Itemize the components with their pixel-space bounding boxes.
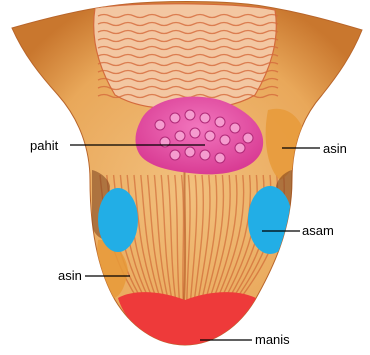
bitter-papilla	[170, 150, 180, 160]
bitter-papilla	[230, 123, 240, 133]
bitter-papilla	[185, 147, 195, 157]
label-asin-right: asin	[323, 141, 347, 156]
sour-zone-left	[98, 188, 138, 252]
bitter-papilla	[185, 110, 195, 120]
bitter-papilla	[175, 131, 185, 141]
tongue-body	[12, 2, 362, 346]
sweet-zone	[118, 292, 256, 345]
bitter-papilla	[235, 143, 245, 153]
median-groove	[184, 150, 185, 300]
bitter-papilla	[220, 135, 230, 145]
bitter-papilla	[170, 113, 180, 123]
bitter-papilla	[200, 150, 210, 160]
bitter-papilla	[205, 131, 215, 141]
bitter-papilla	[190, 128, 200, 138]
label-manis: manis	[255, 332, 290, 347]
bitter-papilla	[215, 117, 225, 127]
label-asin-left: asin	[58, 268, 82, 283]
label-asam: asam	[302, 223, 334, 238]
bitter-papilla	[155, 120, 165, 130]
bitter-papilla	[200, 113, 210, 123]
sour-zone-right	[248, 186, 292, 254]
label-pahit: pahit	[30, 138, 59, 153]
bitter-papilla	[243, 133, 253, 143]
bitter-papilla	[215, 153, 225, 163]
